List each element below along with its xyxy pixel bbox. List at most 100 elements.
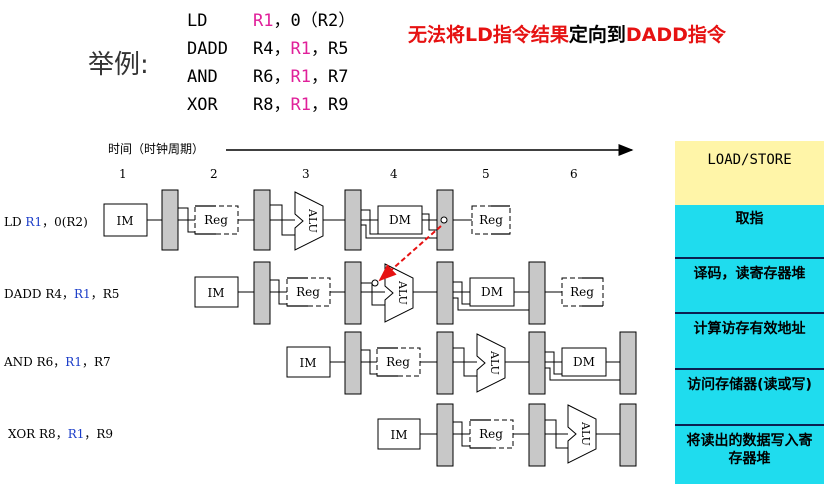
row-label-dadd: DADD R4，R1，R5	[4, 285, 119, 302]
cycle-label: 5	[482, 167, 490, 181]
tap-point	[371, 279, 379, 287]
pipeline-register	[619, 403, 637, 467]
row-label-prefix: DADD R4，	[4, 287, 75, 301]
instruction-src-reg: R1	[290, 67, 311, 87]
instruction-src2: ，R9	[310, 95, 349, 115]
row-label-ld: LD R1，0(R2)	[4, 213, 88, 230]
instruction-dest: R4，	[253, 39, 291, 59]
instruction-op: XOR	[187, 95, 218, 115]
instruction-dest: R8，	[253, 95, 291, 115]
dm-text: DM	[573, 355, 595, 369]
row-label-prefix: LD	[4, 215, 26, 229]
row-label-prefix: XOR R8，	[8, 427, 68, 441]
stage-divider	[675, 424, 824, 426]
cycle-label: 3	[302, 167, 310, 181]
instruction-dest: R6，	[253, 67, 291, 87]
stage-fetch: 取指	[675, 205, 824, 258]
cycle-label: 1	[119, 167, 127, 181]
instruction-operands: ，0（R2）	[273, 11, 356, 31]
stage-memory: 访问存储器(读或写)	[675, 369, 824, 425]
im-box	[194, 276, 239, 308]
pipeline-register	[528, 403, 546, 467]
row-label-reg: R1	[67, 427, 85, 441]
timeline-label: 时间（时钟周期）	[108, 142, 205, 156]
im-text: IM	[390, 428, 407, 442]
alu-text: ALU	[579, 421, 592, 446]
row-label-reg: R1	[74, 287, 91, 301]
stage-divider	[675, 257, 824, 259]
alu-text: ALU	[396, 280, 409, 305]
pipeline-row-ld: IM Reg ALU DM Reg	[103, 189, 511, 251]
alu-shape	[294, 191, 324, 251]
stage-column: LOAD/STORE 取指 译码，读寄存器堆 计算访存有效地址 访问存储器(读或…	[675, 141, 824, 484]
diagram-title: 无法将LD指令结果定向到DADD指令	[408, 20, 726, 47]
stage-divider	[675, 368, 824, 370]
row-label-xor: XOR R8，R1，R9	[8, 425, 113, 442]
row-label-suffix: ，R9	[84, 427, 114, 441]
instruction-op: DADD	[187, 39, 228, 59]
pipeline-register	[528, 261, 546, 325]
reg-text: Reg	[570, 285, 594, 299]
dm-box	[377, 205, 423, 235]
pipeline-register	[619, 331, 637, 395]
im-text: IM	[207, 286, 224, 300]
cycle-label: 6	[570, 167, 578, 181]
im-box	[377, 418, 421, 450]
reg-text: Reg	[479, 427, 503, 441]
pipeline-register	[528, 331, 546, 395]
pipeline-register	[436, 261, 454, 325]
pipeline-row-xor: IM Reg ALU	[377, 403, 637, 467]
instruction-src2: ，R5	[310, 39, 349, 59]
row-label-reg: R1	[65, 355, 82, 369]
im-text: IM	[299, 356, 316, 370]
row-label-suffix: ，0(R2)	[42, 215, 88, 229]
tap-point	[440, 216, 448, 224]
alu-text: ALU	[306, 208, 319, 233]
stage-writeback: 将读出的数据写入寄存器堆	[675, 425, 824, 484]
instruction-src-reg: R1	[290, 39, 311, 59]
example-label: 举例:	[88, 50, 149, 80]
pipeline-register	[344, 189, 362, 251]
stage-header: LOAD/STORE	[675, 141, 824, 205]
forwarding-arrow	[378, 225, 442, 282]
reg-box	[469, 419, 514, 449]
instruction-dest-reg: R1	[253, 11, 274, 31]
reg-text: Reg	[479, 213, 503, 227]
im-text: IM	[116, 214, 133, 228]
reg-box	[286, 277, 331, 307]
instruction-op: AND	[187, 67, 218, 87]
pipeline-register	[161, 189, 179, 251]
alu-text: ALU	[488, 350, 501, 375]
pipeline-register	[253, 189, 271, 251]
instruction-op: LD	[187, 11, 208, 31]
row-label-prefix: AND R6，	[4, 355, 66, 369]
reg-text: Reg	[204, 213, 228, 227]
dm-text: DM	[481, 285, 503, 299]
title-part-2: 定向到	[568, 24, 626, 46]
pipeline-register	[436, 331, 454, 395]
pipeline-register	[436, 403, 454, 467]
row-label-and: AND R6，R1，R7	[4, 353, 111, 370]
pipeline-row-and: IM Reg ALU DM	[286, 331, 637, 395]
pipeline-register	[253, 261, 271, 325]
instruction-src-reg: R1	[290, 95, 311, 115]
pipeline-diagram: IM Reg ALU DM Reg IM	[103, 144, 637, 467]
stage-execute: 计算访存有效地址	[675, 313, 824, 369]
instruction-line-xor: XOR R8，R1，R9	[187, 90, 348, 115]
reg-text: Reg	[386, 355, 410, 369]
title-part-1: 无法将LD指令结果	[408, 24, 569, 46]
stage-divider	[675, 312, 824, 314]
row-label-suffix: ，R5	[90, 287, 120, 301]
pipeline-row-dadd: IM Reg ALU DM Reg	[194, 261, 604, 325]
im-box	[103, 203, 148, 237]
alu-shape	[476, 333, 506, 393]
cycle-label: 4	[390, 167, 398, 181]
dm-box	[561, 347, 607, 377]
pipeline-register	[344, 261, 362, 325]
im-box	[286, 346, 331, 378]
cycle-label: 2	[210, 167, 218, 181]
reg-box	[376, 347, 421, 377]
reg-box	[194, 205, 239, 235]
dm-text: DM	[389, 213, 411, 227]
stage-decode: 译码，读寄存器堆	[675, 258, 824, 313]
